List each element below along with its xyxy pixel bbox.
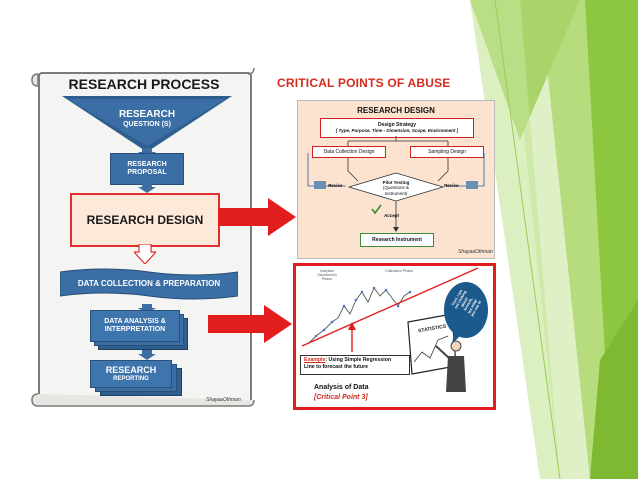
example-prefix: Example: [304, 357, 326, 363]
step-research-question-line1: RESEARCH: [118, 109, 176, 121]
step-data-analysis-line2: INTERPRETATION: [104, 326, 166, 333]
step-research-reporting-line2: REPORTING: [113, 375, 149, 382]
example-note-box: Example: Using Simple Regression Line to…: [300, 355, 410, 375]
design-strategy-detail: [ Type, Purpose, Time - Dimension, Scope…: [335, 128, 459, 134]
step-data-analysis: DATA ANALYSIS & INTERPRETATION: [90, 310, 180, 342]
example-text-2: Line to forecast the future: [304, 364, 368, 371]
step-data-collection-label: DATA COLLECTION & PREPARATION: [77, 279, 221, 289]
pilot-testing-line2: (Questions &: [382, 185, 409, 191]
scroll-curls: [31, 67, 255, 407]
step-data-collection: DATA COLLECTION & PREPARATION: [60, 272, 238, 296]
connector-arrow-4: [138, 304, 156, 314]
connector-arrow-2: [138, 183, 156, 193]
sampling-design-label: Sampling Design: [428, 149, 466, 155]
left-figure-credit: ShayaaOthman: [206, 397, 241, 403]
research-process-title: RESEARCH PROCESS: [68, 76, 220, 92]
step-data-analysis-line1: DATA ANALYSIS &: [104, 317, 166, 325]
design-flow-connectors: [307, 136, 485, 232]
design-strategy-box: Design Strategy [ Type, Purpose, Time - …: [320, 118, 474, 138]
step-research-question: RESEARCH QUESTION (S): [102, 104, 192, 134]
pilot-testing-label: Pilot Testing (Questions & Instrument): [374, 180, 418, 196]
analysis-panel: Inception (Numbered) Phase Cultivation P…: [293, 263, 496, 410]
regression-illustration: [301, 267, 488, 392]
research-question-triangle: [62, 96, 232, 152]
connector-arrow-5: [138, 350, 156, 360]
design-strategy-title: Design Strategy: [377, 122, 417, 129]
design-panel-credit: ShayaaOthman: [458, 249, 493, 255]
data-collection-banner: [60, 268, 238, 300]
data-collection-design-box: Data Collection Design: [312, 146, 386, 158]
research-design-panel-title: RESEARCH DESIGN: [357, 106, 435, 115]
revise-right-label: Revise: [444, 183, 459, 188]
research-design-panel: RESEARCH DESIGN Design Strategy [ Type, …: [297, 100, 495, 259]
analysis-caption: Analysis of Data: [314, 384, 369, 391]
step-research-reporting: RESEARCH REPORTING: [90, 360, 172, 388]
sampling-design-box: Sampling Design: [410, 146, 484, 158]
critical-point-caption: [Critical Point 3]: [314, 394, 368, 401]
pilot-testing-line3: Instrument): [384, 190, 408, 196]
research-instrument-box: Research Instrument: [360, 233, 434, 247]
red-arrow-design: [218, 198, 296, 236]
critical-points-heading: CRITICAL POINTS OF ABUSE: [277, 76, 451, 90]
step-research-proposal-line1: RESEARCH: [127, 160, 167, 168]
step-research-question-line2: QUESTION (S): [123, 120, 171, 128]
step-research-reporting-line1: RESEARCH: [105, 365, 157, 376]
step-research-proposal: RESEARCH PROPOSAL: [110, 153, 184, 185]
accept-label: Accept: [384, 213, 400, 218]
step-research-design: RESEARCH DESIGN: [70, 193, 220, 247]
connector-arrow-3: [134, 244, 156, 264]
step-research-proposal-line2: PROPOSAL: [127, 169, 167, 176]
pilot-testing-line1: Pilot Testing: [382, 180, 410, 185]
red-arrow-analysis: [208, 305, 292, 343]
phase-left-label: Inception (Numbered) Phase: [317, 269, 337, 281]
revise-left-label: Revise: [328, 183, 343, 188]
step-research-design-label: RESEARCH DESIGN: [86, 213, 204, 227]
research-instrument-label: Research Instrument: [372, 237, 422, 243]
data-collection-design-label: Data Collection Design: [323, 149, 375, 155]
example-text: : Using Simple Regression: [325, 357, 392, 363]
phase-right-label: Cultivation Phase: [385, 269, 413, 273]
